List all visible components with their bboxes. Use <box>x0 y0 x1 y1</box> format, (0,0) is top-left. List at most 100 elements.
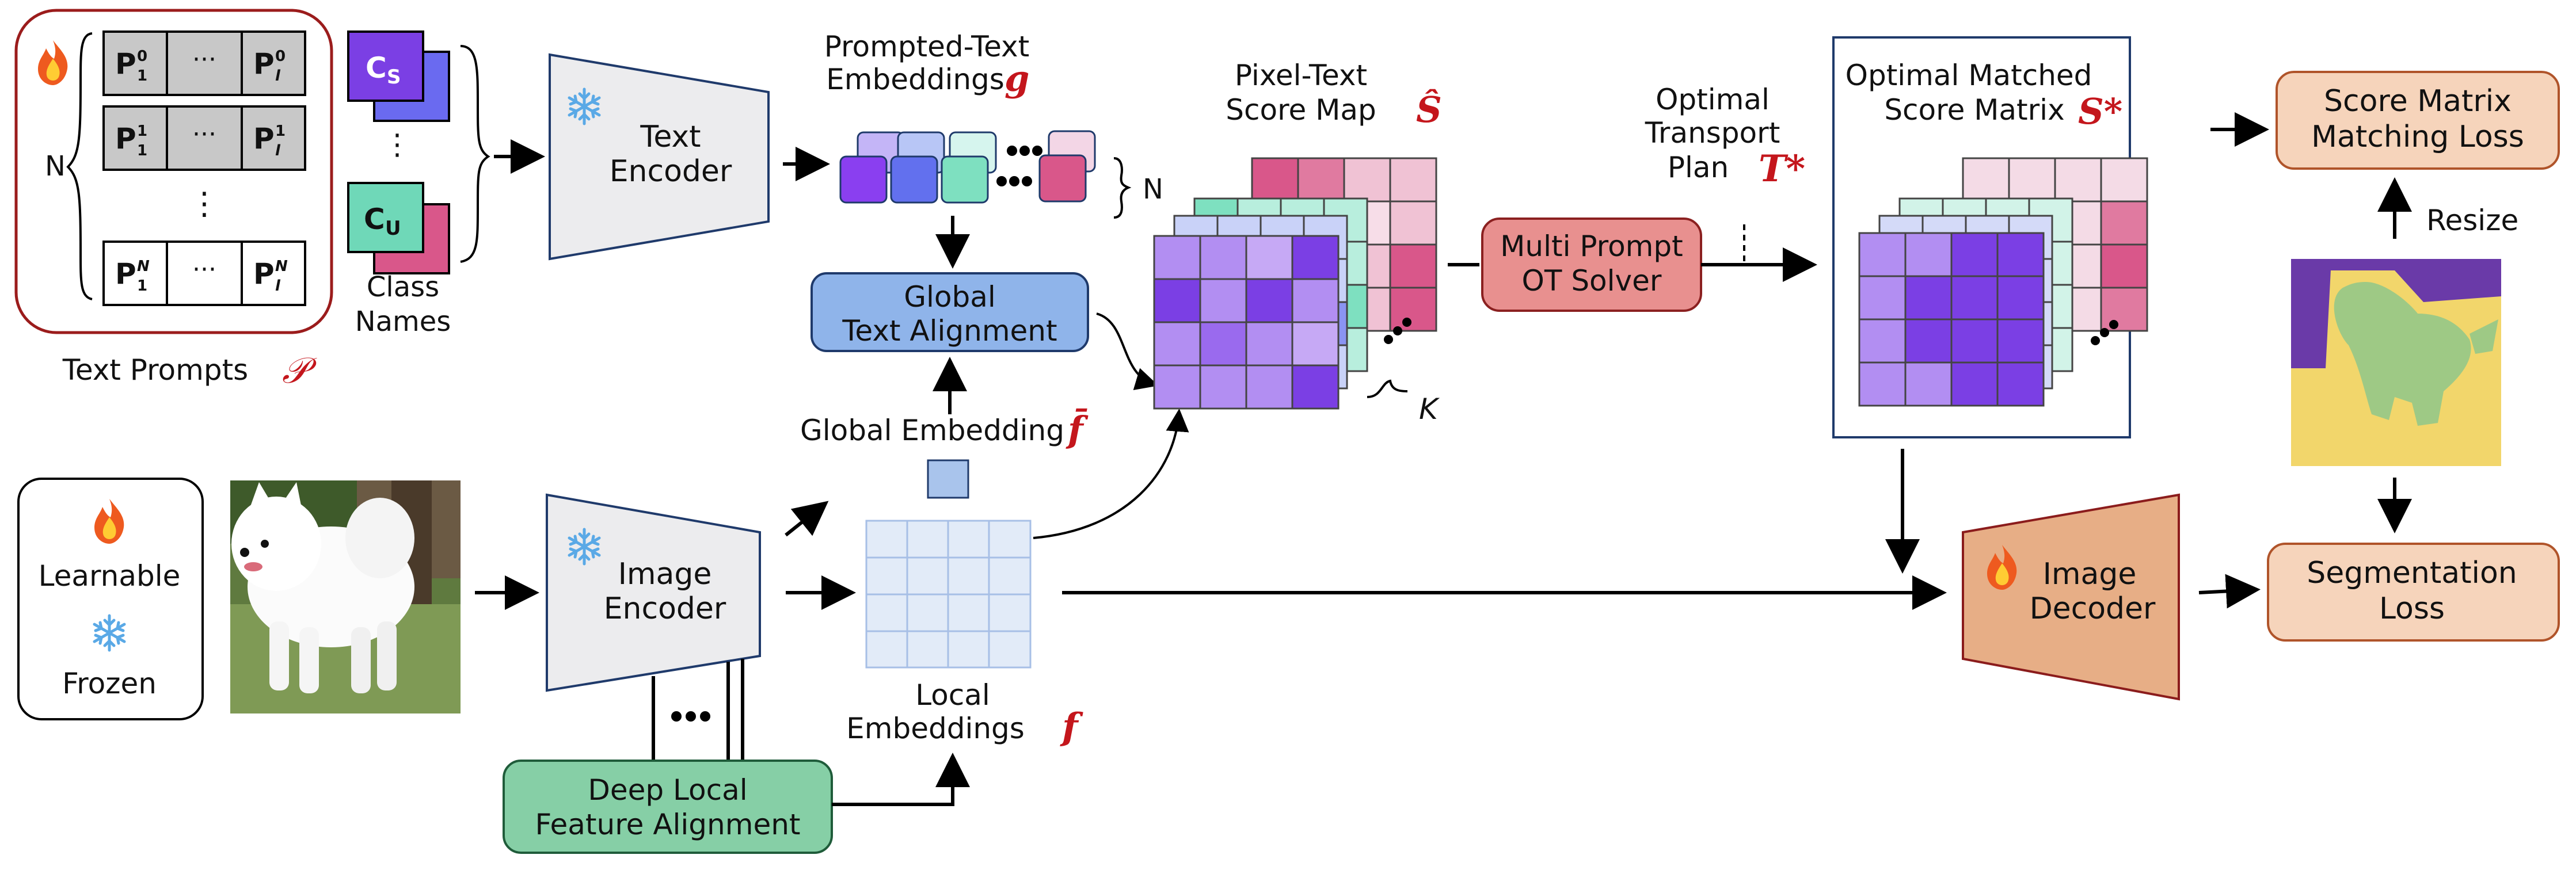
svg-text:1: 1 <box>137 142 147 159</box>
arrow-deep-to-local <box>832 753 970 806</box>
image-encoder-label-1: Image <box>618 557 712 592</box>
svg-text:···: ··· <box>192 255 216 284</box>
text-encoder-label-1: Text <box>640 120 701 154</box>
class-names-cards: C S ⋮ C U <box>347 30 450 274</box>
matched-symbol: S* <box>2078 90 2122 132</box>
svg-text:···: ··· <box>192 120 216 149</box>
local-embeddings-label-1: Local <box>915 678 990 712</box>
global-embedding-symbol: f̄ <box>1066 409 1089 451</box>
matched-label-2: Score Matrix <box>1884 93 2064 127</box>
matched-label-1: Optimal Matched <box>1846 59 2092 92</box>
transport-label-3: Plan <box>1668 151 1729 184</box>
svg-text:···: ··· <box>192 45 216 74</box>
seg-loss-label-1: Segmentation <box>2307 556 2517 590</box>
local-embeddings-label-2: Embeddings <box>846 712 1025 745</box>
text-encoder-label-2: Encoder <box>610 154 732 189</box>
prompted-text-n-label: N <box>1143 173 1163 205</box>
arrow-to-global-embedding <box>785 501 829 537</box>
taps-ellipsis <box>671 711 710 722</box>
score-loss-label-1: Score Matrix <box>2324 84 2512 119</box>
local-embeddings-symbol: f <box>1060 705 1083 749</box>
score-map-k-brace <box>1367 379 1408 398</box>
global-text-alignment <box>811 272 1089 352</box>
image-encoder-label-2: Encoder <box>604 592 726 626</box>
transport-label-2: Transport <box>1645 116 1780 150</box>
text-prompts-symbol: 𝒫 <box>282 349 317 391</box>
prompted-text-brace <box>1113 157 1132 219</box>
image-decoder-label-2: Decoder <box>2030 592 2156 626</box>
transport-label-1: Optimal <box>1656 83 1770 116</box>
svg-text:1: 1 <box>137 123 147 140</box>
text-prompts-caption: Text Prompts <box>62 353 248 387</box>
legend-learnable: Learnable <box>39 559 181 593</box>
matched-score-stack <box>1858 157 2148 407</box>
arrow-decoder-to-seg-loss <box>2198 574 2261 609</box>
score-map-label-1: Pixel-Text <box>1235 59 1367 92</box>
legend-frozen: Frozen <box>62 667 157 700</box>
svg-text:0: 0 <box>275 48 286 65</box>
score-map-ellipsis <box>1384 318 1411 344</box>
svg-text:P: P <box>115 47 136 81</box>
svg-text:C: C <box>364 203 385 236</box>
global-embedding-square <box>927 459 969 499</box>
svg-text:P: P <box>253 47 275 81</box>
svg-text:P: P <box>253 122 275 155</box>
prompted-text-symbol: g <box>1004 58 1029 100</box>
transport-symbol: T* <box>1759 147 1805 190</box>
svg-text:C: C <box>366 51 387 85</box>
global-align-label-2: Text Alignment <box>842 314 1057 348</box>
encoder-taps <box>652 659 744 761</box>
image-encoder <box>546 493 761 692</box>
prompted-text-label-1: Prompted-Text <box>824 30 1029 63</box>
svg-text:l: l <box>275 142 281 159</box>
ot-solver-label-2: OT Solver <box>1522 264 1662 297</box>
prompt-row-n: P N 1 ··· P N l <box>102 241 306 306</box>
score-map-k-label: K <box>1419 392 1440 426</box>
prompts-n-label: N <box>45 150 66 182</box>
class-names-label-2: Names <box>355 306 451 338</box>
score-matrix-matching-loss <box>2276 71 2560 170</box>
arrow-local-to-scoremap <box>1033 409 1189 539</box>
svg-text:0: 0 <box>137 48 147 65</box>
prompted-text-ellipsis <box>996 146 1042 186</box>
arrow-align-to-scoremap <box>1096 312 1159 390</box>
prompts-vdots: ⋮ <box>189 185 220 222</box>
ot-solver-label-1: Multi Prompt <box>1500 230 1683 263</box>
svg-text:1: 1 <box>137 277 147 295</box>
svg-text:P: P <box>115 257 136 291</box>
svg-text:P: P <box>115 122 136 155</box>
score-loss-label-2: Matching Loss <box>2311 120 2524 154</box>
svg-text:l: l <box>275 67 281 85</box>
image-decoder-label-1: Image <box>2043 557 2137 592</box>
svg-text:1: 1 <box>275 123 286 140</box>
svg-text:U: U <box>385 217 401 240</box>
prompt-row-1: P 1 1 ··· P 1 l <box>102 105 306 171</box>
image-decoder <box>1962 493 2180 701</box>
svg-text:N: N <box>137 258 150 275</box>
prompt-row-0: P 0 1 ··· P 0 l <box>102 30 306 96</box>
legend-panel <box>17 478 204 720</box>
resize-label: Resize <box>2426 204 2518 237</box>
score-map-symbol: Ŝ <box>1416 89 1442 131</box>
seg-loss-label-2: Loss <box>2379 592 2445 626</box>
deep-local-feature-alignment <box>503 760 833 854</box>
global-embedding-label: Global Embedding <box>800 414 1064 447</box>
segmentation-mask <box>2291 259 2501 466</box>
deep-local-label-1: Deep Local <box>588 773 747 807</box>
svg-text:P: P <box>253 257 275 291</box>
score-map-stack <box>1153 157 1437 410</box>
score-map-label-2: Score Map <box>1226 93 1376 127</box>
prompted-text-embeddings <box>839 130 1096 204</box>
local-embeddings-grid <box>865 520 1032 669</box>
class-brace <box>460 45 490 263</box>
svg-text:S: S <box>387 66 401 89</box>
svg-text:N: N <box>275 258 288 275</box>
matched-ellipsis <box>2091 320 2118 345</box>
dog-photo <box>230 480 461 713</box>
class-names-label-1: Class <box>367 271 439 303</box>
svg-text:1: 1 <box>137 67 147 85</box>
text-encoder <box>549 53 770 261</box>
prompts-brace <box>66 32 93 300</box>
segmentation-loss <box>2267 543 2560 642</box>
